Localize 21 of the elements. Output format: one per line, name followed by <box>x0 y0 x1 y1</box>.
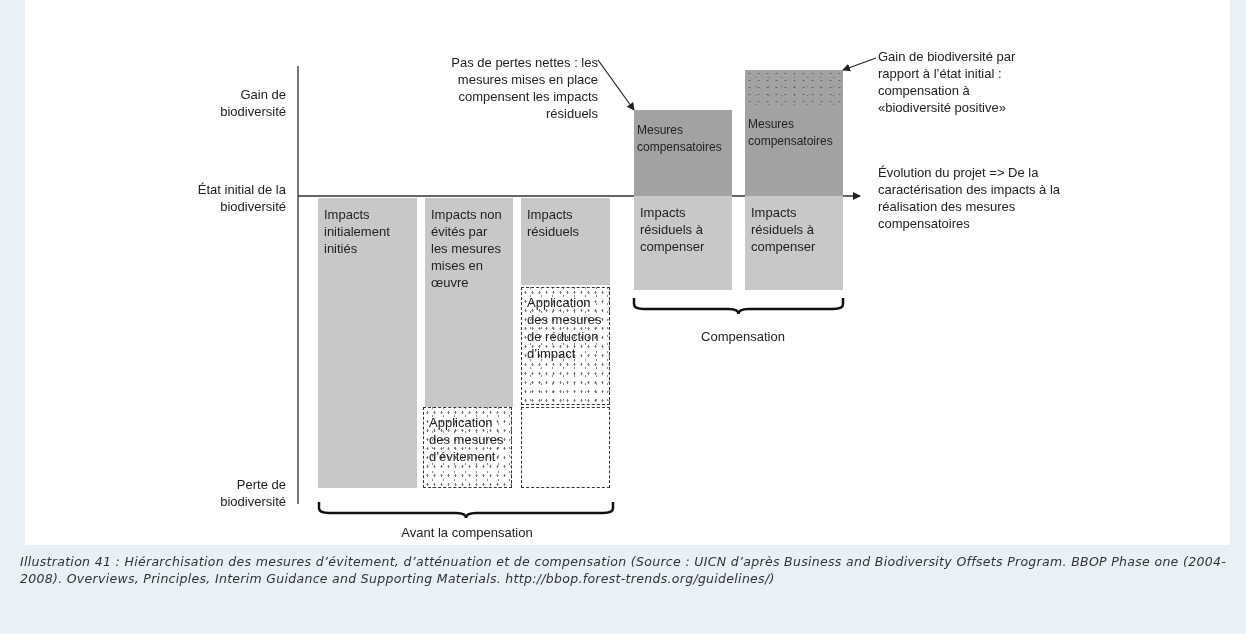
offset-bar: Mesures compensatoires <box>634 110 732 196</box>
axis-label: Gain de biodiversité <box>219 86 286 120</box>
impact-bar: Impacts résiduels à compenser <box>634 196 732 290</box>
empty-dashed-box <box>521 407 610 488</box>
reduction-box: Application des mesures de réduction d’impact <box>521 287 610 405</box>
axis-label: Perte de biodiversité <box>219 476 286 510</box>
annotation-text: Pas de pertes nettes : les mesures mises en place compensent les impacts résiduels <box>408 54 598 116</box>
impact-bar: Impacts initialement initiés <box>318 198 417 488</box>
offset-bar: Mesures compensatoires <box>745 70 843 196</box>
brace-label: Compensation <box>700 328 786 345</box>
avoidance-box: Application des mesures d’évitement <box>423 407 512 488</box>
impact-bar: Impacts résiduels <box>521 198 610 285</box>
brace-label: Avant la compensation <box>400 524 534 541</box>
impact-bar: Impacts non évités par les mesures mises en œuvre <box>425 198 513 407</box>
figure-caption: Illustration 41 : Hiérarchisation des mesures d’évitement, d’atténuation et de compensation (Source : UICN d’après Business and Biodiversity Offsets Program. BBOP Phase one (2004-2008). Overviews, Principles, Interim Guidance and Supporting Materials. http://bbop.forest-trends.org/guidelines/) <box>20 553 1226 587</box>
leader-arrow <box>842 57 877 72</box>
leader-arrow <box>597 59 635 111</box>
axis-label: État initial de la biodiversité <box>196 181 286 215</box>
axis-label: Évolution du projet => De la caractérisation des impacts à la réalisation des mesures compensatoires <box>878 164 1062 232</box>
annotation-text: Gain de biodiversité par rapport à l’état initial : compensation à «biodiversité positive» <box>878 48 1038 132</box>
impact-bar: Impacts résiduels à compenser <box>745 196 843 290</box>
